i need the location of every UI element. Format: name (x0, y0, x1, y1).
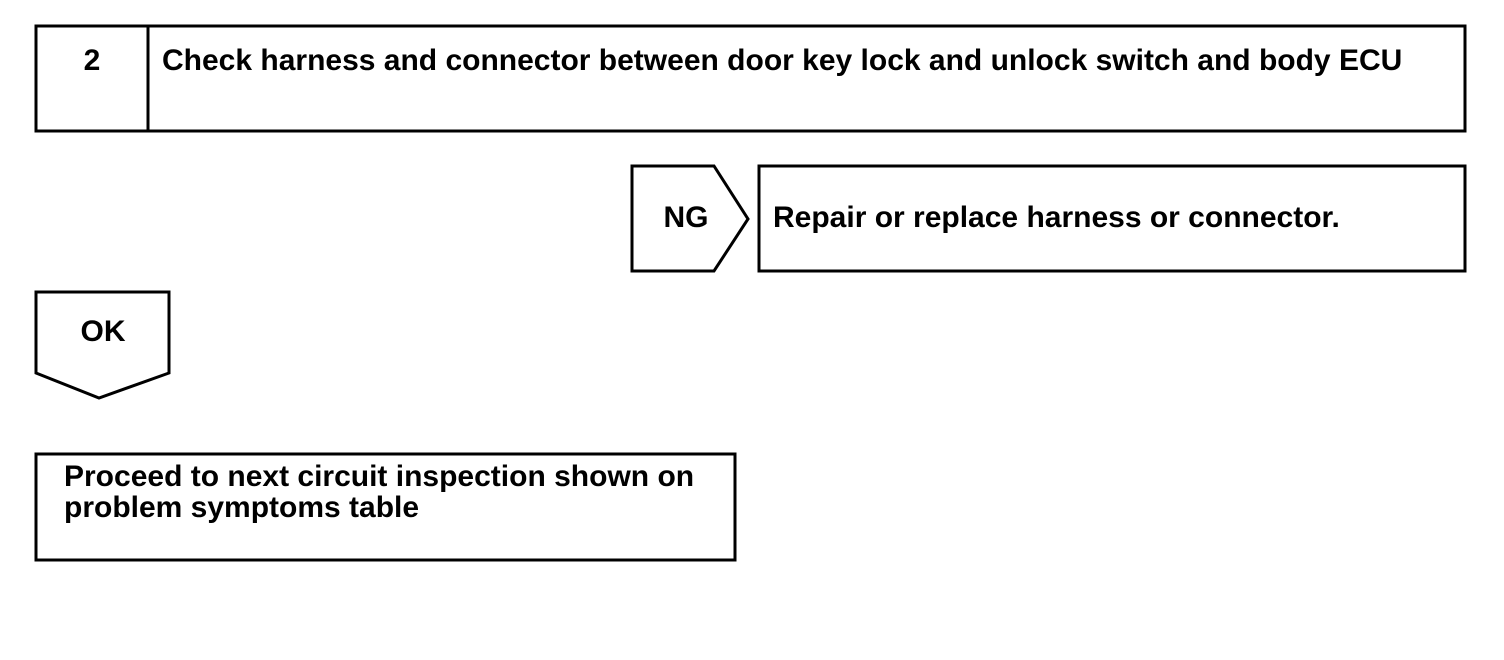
ok-action-box (34, 452, 737, 562)
ng-action-text: Repair or replace harness or connector. (773, 201, 1340, 234)
step-title: Check harness and connector between door… (162, 44, 1403, 77)
ok-action-text: Proceed to next circuit inspection shown… (64, 460, 695, 524)
ng-arrow-tag (630, 164, 750, 273)
step-header-box (34, 24, 1467, 133)
step-number: 2 (83, 44, 101, 77)
ng-label: NG (663, 201, 709, 234)
ng-action-box (757, 164, 1467, 273)
ok-label: OK (80, 315, 126, 348)
ok-arrow-tag (34, 290, 171, 400)
